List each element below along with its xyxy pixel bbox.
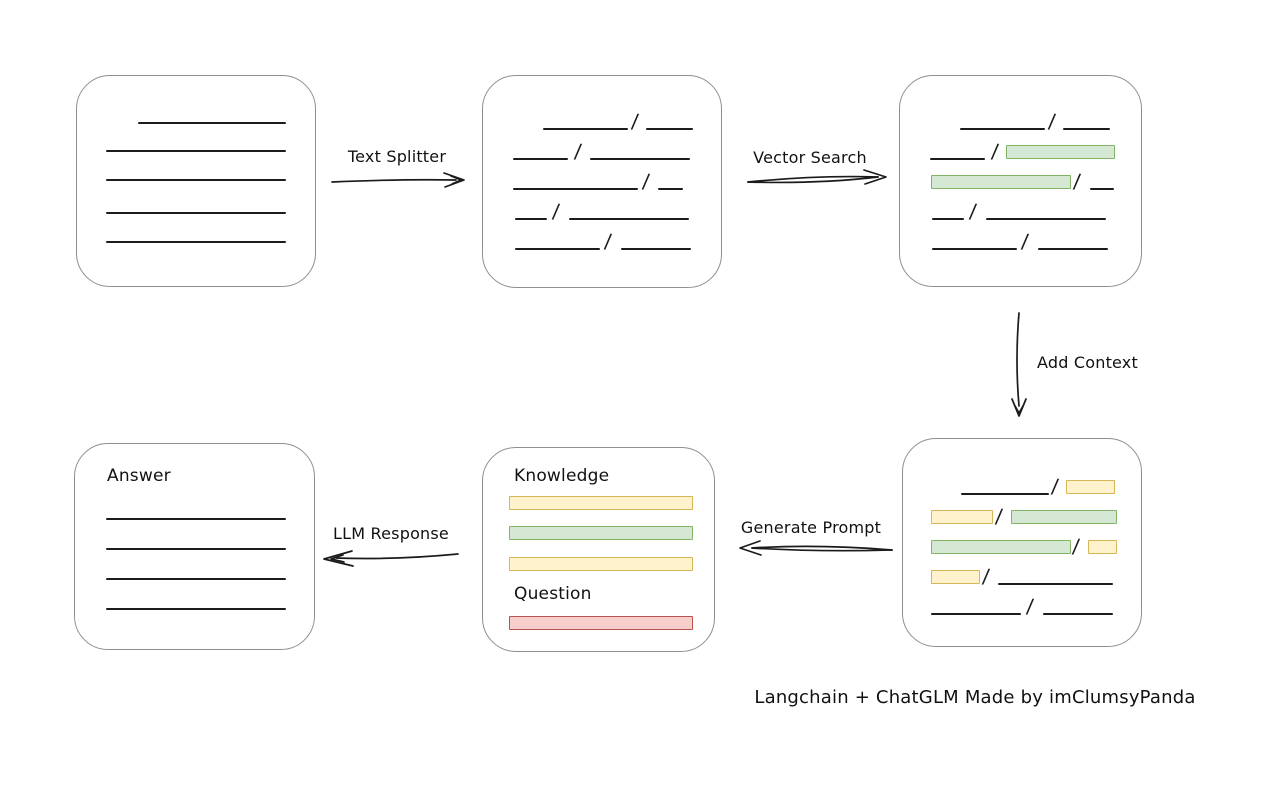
text-line xyxy=(986,218,1106,220)
arrow-shaft xyxy=(335,553,459,560)
text-line xyxy=(932,218,964,220)
text-line xyxy=(106,608,286,610)
vector-search-results-box: / / / / / xyxy=(899,75,1142,287)
text-splitter-arrow xyxy=(331,172,465,188)
text-line xyxy=(106,518,286,520)
arrow-head-inner xyxy=(1014,405,1024,414)
text-line xyxy=(569,218,689,220)
slash-separator: / xyxy=(1050,473,1060,499)
yellow-highlight xyxy=(1088,540,1117,554)
arrow-head-inner xyxy=(330,554,345,563)
arrow-head xyxy=(1011,398,1027,417)
text-line xyxy=(960,128,1045,130)
text-line xyxy=(931,613,1021,615)
yellow-highlight xyxy=(509,557,693,571)
text-line xyxy=(932,248,1017,250)
answer-label: Answer xyxy=(107,466,171,486)
green-highlight xyxy=(509,526,693,540)
text-line xyxy=(515,248,600,250)
slash-separator: / xyxy=(1025,593,1035,619)
answer-box: Answer xyxy=(74,443,315,650)
question-label: Question xyxy=(514,584,592,604)
vector-search-arrow xyxy=(747,169,887,185)
yellow-highlight xyxy=(931,570,980,584)
green-highlight xyxy=(931,175,1071,189)
text-line xyxy=(1063,128,1110,130)
add-context-label: Add Context xyxy=(1037,353,1138,372)
text-line xyxy=(138,122,286,124)
text-line xyxy=(106,179,286,181)
arrow-shaft xyxy=(751,545,893,551)
green-highlight xyxy=(1011,510,1117,524)
arrow-shaft xyxy=(747,176,879,184)
arrow-head xyxy=(863,169,887,185)
yellow-highlight xyxy=(1066,480,1115,494)
yellow-highlight xyxy=(509,496,693,510)
generate-prompt-label: Generate Prompt xyxy=(740,518,882,537)
llm-response-arrow xyxy=(323,550,459,567)
text-line xyxy=(621,248,691,250)
yellow-highlight xyxy=(931,510,993,524)
arrow-shaft xyxy=(331,178,457,183)
slash-separator: / xyxy=(1047,108,1057,134)
text-line xyxy=(106,212,286,214)
arrow-head xyxy=(739,540,762,556)
text-line xyxy=(1043,613,1113,615)
arrow-head xyxy=(323,550,354,567)
slash-separator: / xyxy=(1071,533,1081,559)
slash-separator: / xyxy=(641,168,651,194)
context-chunks-box: / / / / / xyxy=(902,438,1142,647)
green-highlight xyxy=(931,540,1071,554)
generate-prompt-arrow xyxy=(739,540,893,556)
slash-separator: / xyxy=(990,138,1000,164)
slash-separator: / xyxy=(1072,168,1082,194)
slash-separator: / xyxy=(603,228,613,254)
text-line xyxy=(543,128,628,130)
slash-separator: / xyxy=(968,198,978,224)
text-line xyxy=(930,158,985,160)
text-line xyxy=(513,188,638,190)
text-line xyxy=(513,158,568,160)
source-document-box xyxy=(76,75,316,287)
text-line xyxy=(1038,248,1108,250)
text-line xyxy=(106,548,286,550)
arrow-head-inner xyxy=(450,175,462,185)
text-splitter-label: Text Splitter xyxy=(347,147,447,166)
text-line xyxy=(961,493,1049,495)
slash-separator: / xyxy=(1020,228,1030,254)
arrow-shaft xyxy=(751,547,893,552)
split-text-chunks-box: / / / / / xyxy=(482,75,722,288)
red-highlight xyxy=(509,616,693,630)
slash-separator: / xyxy=(630,108,640,134)
text-line xyxy=(658,188,683,190)
knowledge-label: Knowledge xyxy=(514,466,610,486)
add-context-arrow xyxy=(1011,312,1027,417)
slash-separator: / xyxy=(551,198,561,224)
text-line xyxy=(646,128,693,130)
text-line xyxy=(1090,188,1114,190)
arrow-shaft xyxy=(1016,312,1020,407)
green-highlight xyxy=(1006,145,1115,159)
text-line xyxy=(998,583,1113,585)
slash-separator: / xyxy=(981,563,991,589)
text-line xyxy=(106,150,286,152)
llm-response-label: LLM Response xyxy=(333,524,449,543)
slash-separator: / xyxy=(994,503,1004,529)
text-line xyxy=(106,241,286,243)
caption: Langchain + ChatGLM Made by imClumsyPand… xyxy=(754,687,1196,708)
text-line xyxy=(106,578,286,580)
slash-separator: / xyxy=(573,138,583,164)
text-line xyxy=(515,218,547,220)
arrow-shaft xyxy=(747,175,879,183)
text-line xyxy=(590,158,690,160)
vector-search-label: Vector Search xyxy=(753,148,867,167)
